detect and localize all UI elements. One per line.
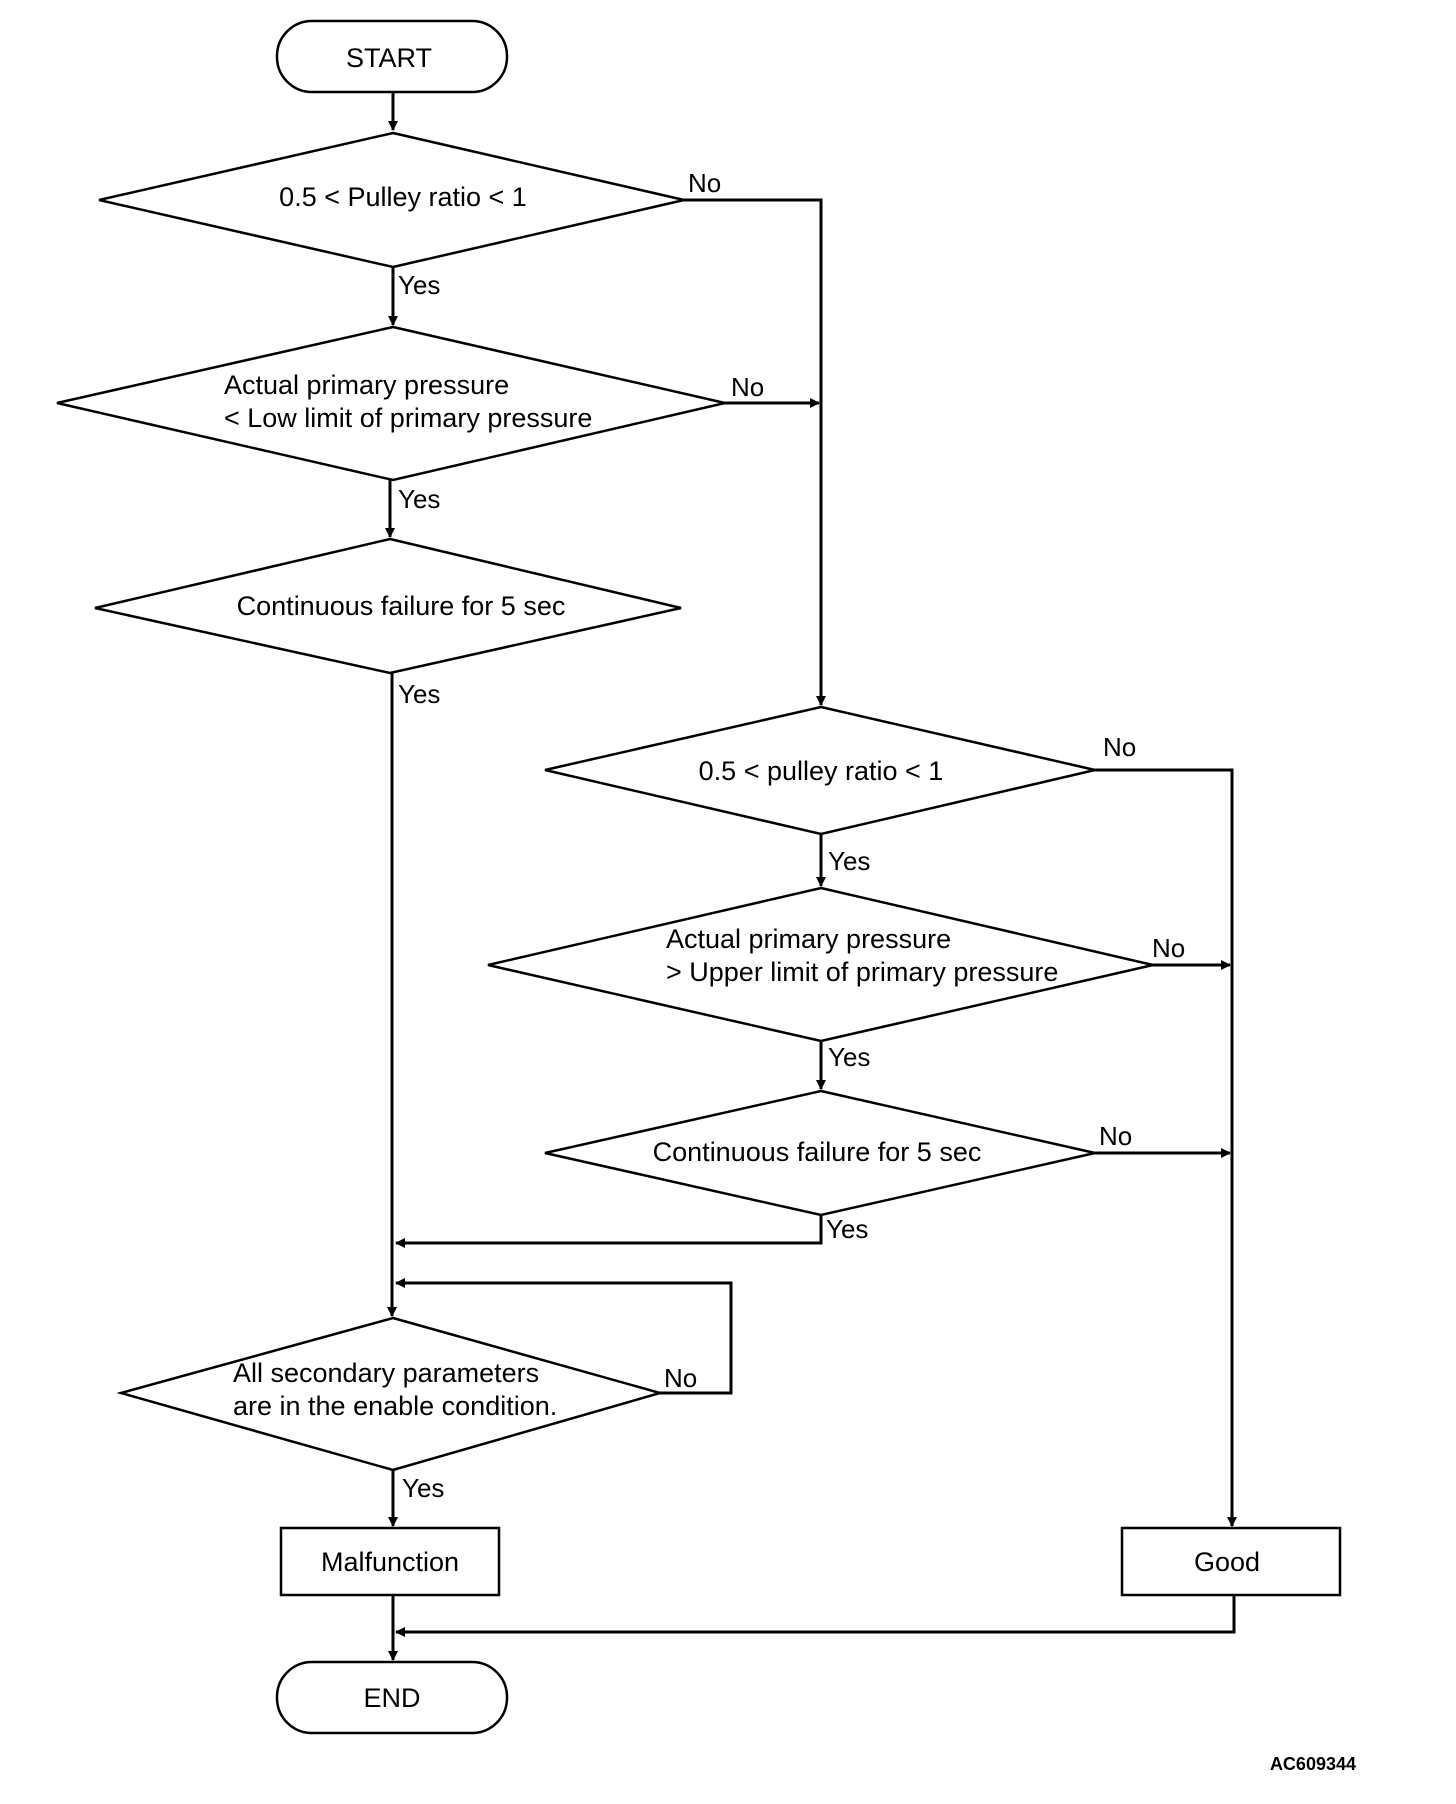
d5-no-label: No [1152,933,1185,963]
start-terminal [275,19,509,94]
d5-yes-label: Yes [828,1042,870,1072]
d6-label: Continuous failure for 5 sec [653,1137,982,1167]
d1-yes-label: Yes [398,270,440,300]
decision-low-limit [56,325,726,482]
end-label: END [363,1683,420,1713]
end-terminal [275,1660,509,1735]
decision-secondary-params [116,1316,665,1472]
arrow-d7-no-loop [395,1278,733,1395]
shapes [56,19,1342,1735]
figure-code: AC609344 [1270,1754,1356,1774]
malfunction-box [279,1526,501,1597]
d2-label-line2: < Low limit of primary pressure [224,403,592,433]
d3-yes-label: Yes [398,679,440,709]
d4-label: 0.5 < pulley ratio < 1 [699,756,944,786]
d5-label-line1: Actual primary pressure [666,924,951,954]
d2-label-line1: Actual primary pressure [224,370,509,400]
d2-yes-label: Yes [398,484,440,514]
branch-labels: No Yes No Yes Yes No Yes No Yes No Yes N… [398,168,1185,1503]
connectors [385,92,1237,1661]
d7-label-line2: are in the enable condition. [233,1391,557,1421]
arrow-good-to-end [395,1595,1236,1637]
d2-no-label: No [731,372,764,402]
d6-yes-label: Yes [826,1214,868,1244]
arrow-d1-no [684,198,826,706]
d5-label-line2: > Upper limit of primary pressure [666,957,1058,987]
good-box [1120,1526,1342,1597]
d4-yes-label: Yes [828,846,870,876]
decision-pulley-ratio-1 [98,131,685,269]
d4-no-label: No [1103,732,1136,762]
d1-label: 0.5 < Pulley ratio < 1 [279,182,527,212]
decision-continuous-failure-1 [94,537,682,675]
d6-no-label: No [1099,1121,1132,1151]
arrow-d4-no [1095,768,1237,1527]
d7-label-line1: All secondary parameters [233,1358,539,1388]
decision-pulley-ratio-2 [544,705,1096,836]
decision-continuous-failure-2 [544,1089,1096,1217]
decision-upper-limit [487,886,1154,1043]
good-label: Good [1194,1547,1260,1577]
d1-no-label: No [688,168,721,198]
arrow-d6-yes [395,1215,823,1248]
start-label: START [346,43,432,73]
node-texts: START 0.5 < Pulley ratio < 1 Actual prim… [224,43,1260,1713]
d3-label: Continuous failure for 5 sec [237,591,566,621]
d7-no-label: No [664,1363,697,1393]
d7-yes-label: Yes [402,1473,444,1503]
malfunction-label: Malfunction [321,1547,459,1577]
